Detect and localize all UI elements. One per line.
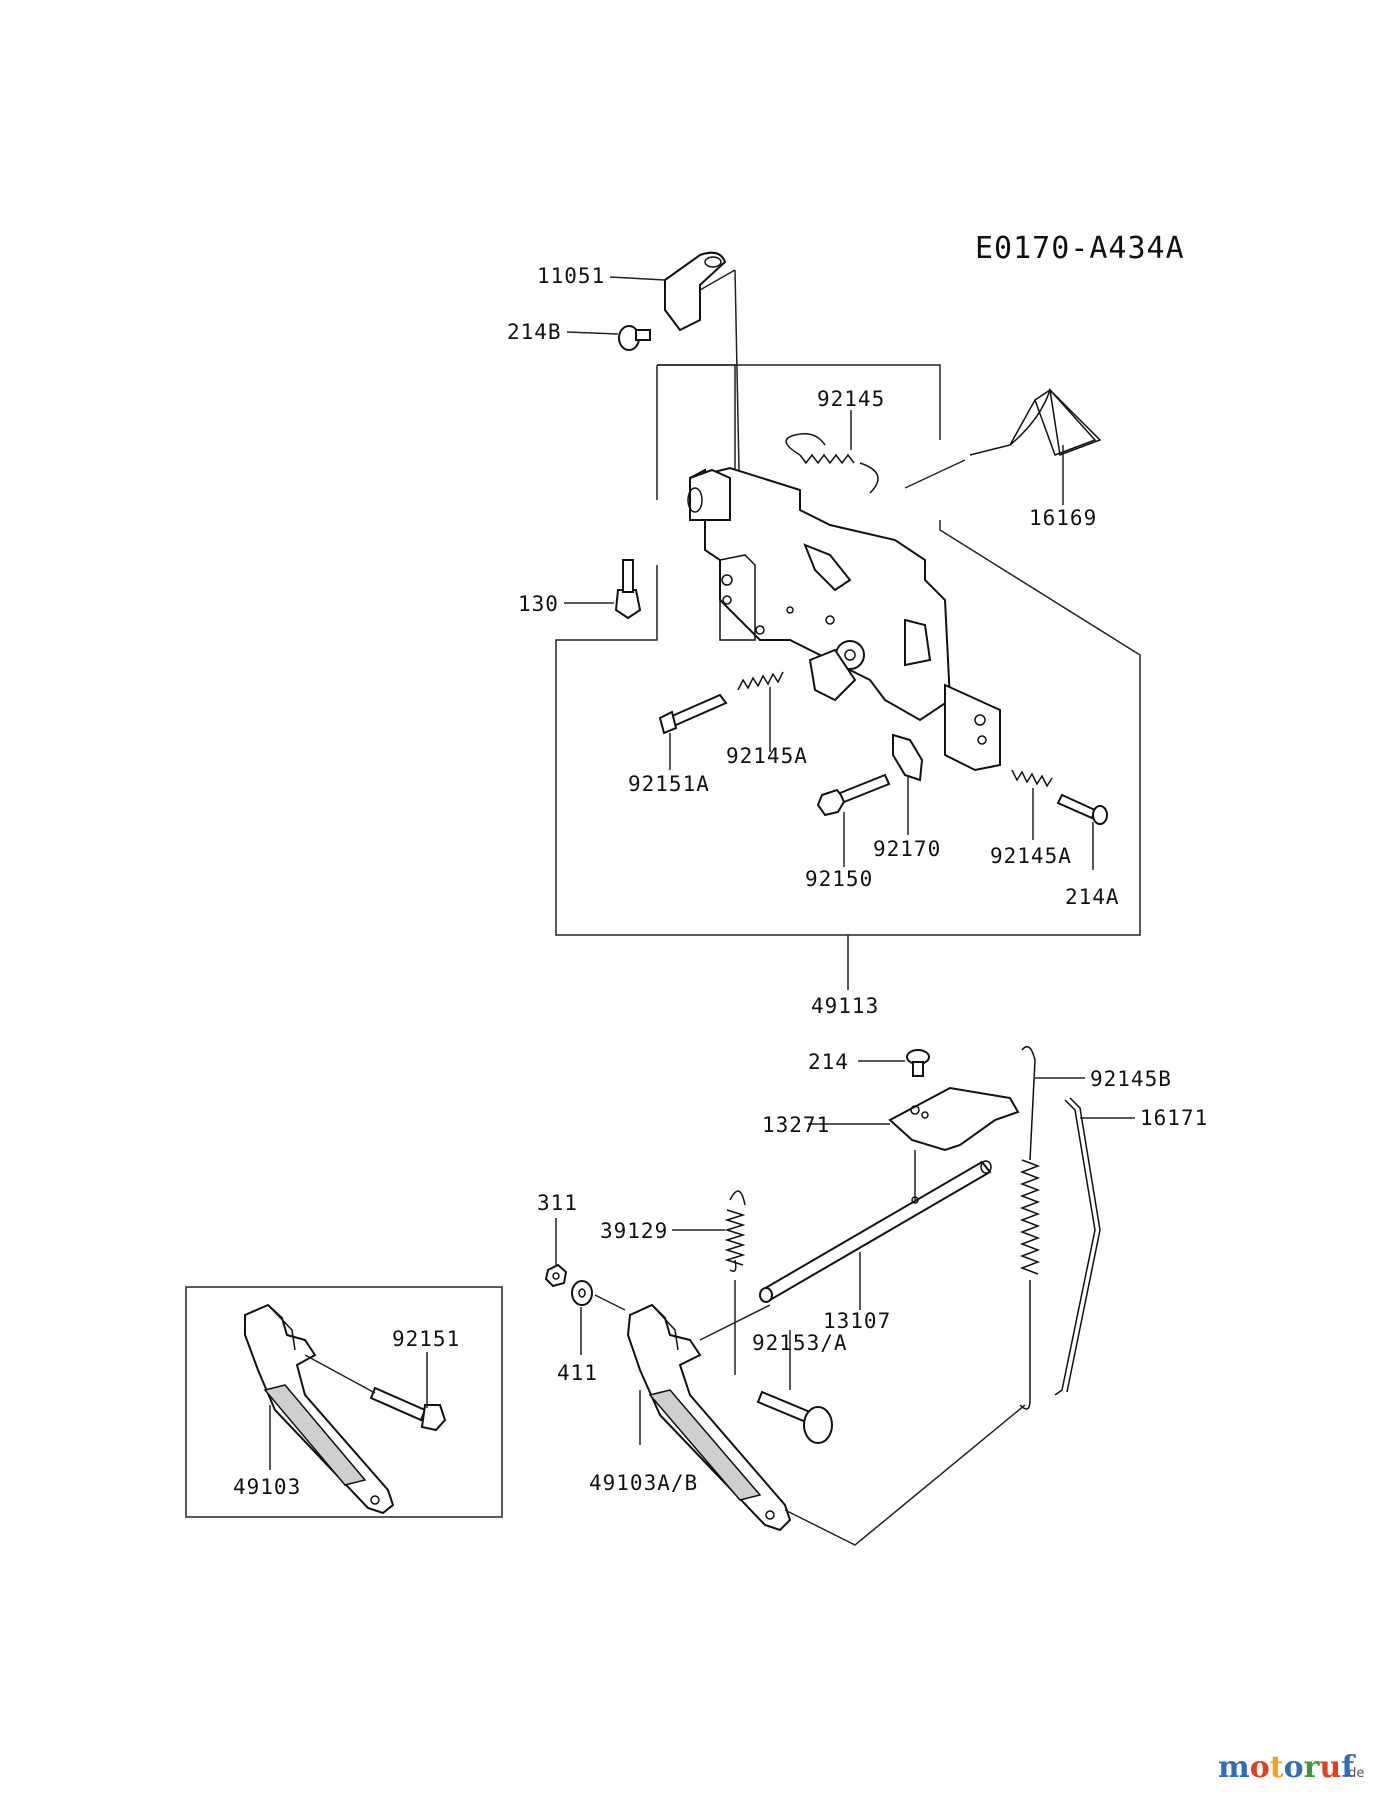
shaft-13107: [759, 1160, 992, 1310]
plate-13271: [888, 1086, 1020, 1152]
label-16169: 16169: [1029, 506, 1097, 530]
bolt-92151: [304, 1352, 447, 1432]
nut-311: [544, 1218, 568, 1288]
lever-49103AB: [626, 1303, 792, 1532]
label-92170: 92170: [873, 837, 941, 861]
label-92153A: 92153/A: [752, 1331, 848, 1355]
label-92145B: 92145B: [1090, 1067, 1172, 1091]
label-214A: 214A: [1065, 885, 1120, 909]
label-214: 214: [808, 1050, 849, 1074]
bolt-92153A: [756, 1330, 833, 1444]
label-214B: 214B: [507, 320, 562, 344]
label-130: 130: [518, 592, 559, 616]
label-311: 311: [537, 1191, 578, 1215]
bolt-130: [564, 559, 642, 620]
label-49103AB: 49103A/B: [589, 1471, 698, 1495]
lever-49103: [244, 1303, 395, 1515]
label-92151A: 92151A: [628, 772, 710, 796]
label-11051: 11051: [537, 264, 605, 288]
brand-letter: o: [1250, 1750, 1270, 1785]
label-49113: 49113: [811, 994, 879, 1018]
screw-214B: [566, 325, 651, 351]
brand-domain: .de: [1344, 1766, 1364, 1781]
washer-411: [571, 1280, 626, 1355]
motoruf-watermark: motoruf .de: [1218, 1750, 1364, 1785]
inset-box: [185, 1286, 503, 1518]
brand-letter: t: [1270, 1750, 1284, 1785]
rod-16171: [1054, 1097, 1135, 1396]
right-flange: [944, 683, 1001, 772]
label-49103: 49103: [233, 1475, 301, 1499]
label-411: 411: [557, 1361, 598, 1385]
brand-name: motoruf: [1218, 1750, 1356, 1785]
label-39129: 39129: [600, 1219, 668, 1243]
brand-letter: m: [1218, 1750, 1250, 1785]
label-92145: 92145: [817, 387, 885, 411]
label-13271: 13271: [762, 1113, 830, 1137]
label-92151: 92151: [392, 1327, 460, 1351]
screw-214A: [1056, 793, 1108, 870]
bracket-11051: [664, 251, 727, 332]
spring-39129: [672, 1190, 746, 1375]
spring-92145A-right: [1011, 769, 1053, 840]
spring-92145A-left: [737, 671, 784, 752]
brand-letter: u: [1319, 1750, 1341, 1785]
label-13107: 13107: [823, 1309, 891, 1333]
diagram-code: E0170-A434A: [975, 231, 1185, 266]
wire-16169: [904, 387, 1102, 505]
clip-92170: [892, 733, 924, 835]
label-92145A-right: 92145A: [990, 844, 1072, 868]
control-plate-assembly: [555, 251, 1141, 990]
bolt-92150: [816, 773, 891, 867]
screw-214: [858, 1049, 930, 1077]
brand-letter: o: [1284, 1750, 1304, 1785]
part-labels: 11051 214B 92145 16169 130 92145A 92151A…: [233, 264, 1208, 1499]
label-16171: 16171: [1140, 1106, 1208, 1130]
label-92150: 92150: [805, 867, 873, 891]
brand-letter: r: [1304, 1750, 1321, 1785]
screw-92151A: [658, 693, 728, 770]
brand-letter: f: [1341, 1750, 1356, 1785]
spring-92145: [785, 410, 879, 494]
label-92145A-left: 92145A: [726, 744, 808, 768]
governor-shaft-assembly: [185, 1045, 1135, 1546]
